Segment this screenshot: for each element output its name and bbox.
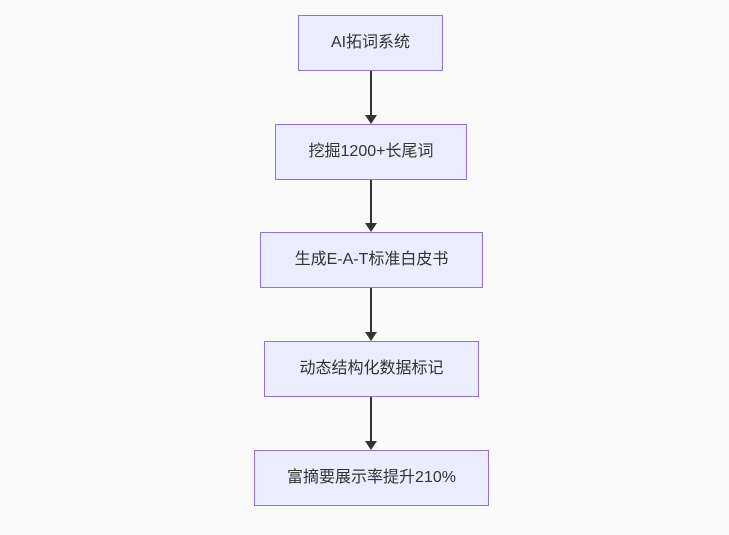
flow-node-eat-whitepaper: 生成E-A-T标准白皮书: [260, 232, 483, 288]
arrow-line: [370, 397, 372, 441]
flow-node-structured-data-markup: 动态结构化数据标记: [264, 341, 479, 397]
flow-node-rich-snippet-result: 富摘要展示率提升210%: [254, 450, 489, 506]
flow-arrow-3: [365, 288, 377, 341]
flow-node-label: 生成E-A-T标准白皮书: [294, 251, 449, 269]
arrowhead-down-icon: [365, 441, 377, 450]
arrowhead-down-icon: [365, 115, 377, 124]
flow-arrow-1: [365, 71, 377, 124]
arrowhead-down-icon: [365, 332, 377, 341]
arrow-line: [370, 71, 372, 115]
arrow-line: [370, 180, 372, 223]
flow-node-label: AI拓词系统: [330, 34, 411, 52]
flow-node-longtail-mining: 挖掘1200+长尾词: [275, 124, 467, 180]
flow-node-ai-keyword-system: AI拓词系统: [298, 15, 443, 71]
flow-node-label: 动态结构化数据标记: [299, 360, 444, 378]
arrow-line: [370, 288, 372, 332]
arrowhead-down-icon: [365, 223, 377, 232]
flow-node-label: 富摘要展示率提升210%: [287, 469, 456, 487]
flow-arrow-4: [365, 397, 377, 450]
flow-arrow-2: [365, 180, 377, 232]
flow-node-label: 挖掘1200+长尾词: [308, 143, 434, 161]
